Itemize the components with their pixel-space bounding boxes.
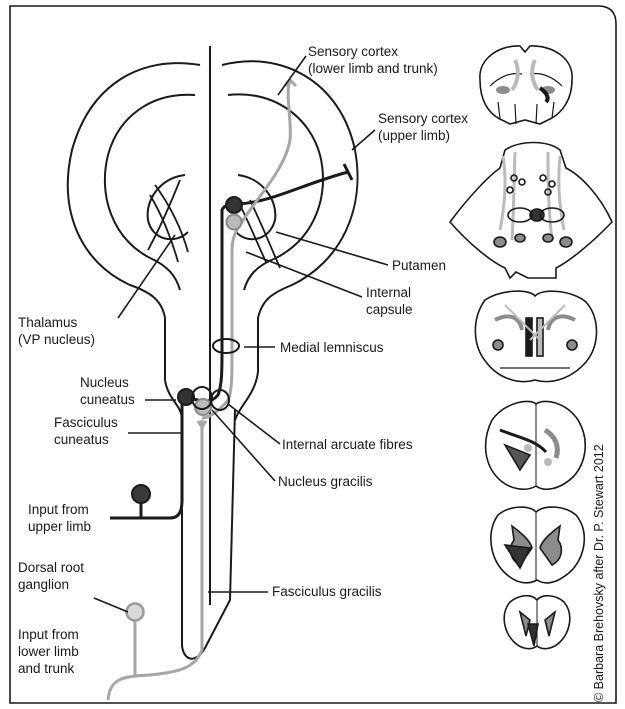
label-fasciculus-gracilis: Fasciculus gracilis: [272, 584, 382, 599]
dorsal-root-ganglion: [127, 604, 144, 621]
credit-text: © Barbara Brehovsky after Dr. P. Stewart…: [592, 444, 606, 702]
cross-section-cervical-cord: [491, 507, 584, 583]
label-input-lower-limb: Input from lower limb and trunk: [18, 627, 83, 676]
leader-lines: [94, 56, 388, 612]
medial-lemniscus-ring: [213, 339, 239, 353]
thalamus-neuron-upper: [226, 197, 242, 213]
label-dorsal-root-ganglion: Dorsal root ganglion: [18, 560, 88, 592]
thalamus-neuron-lower: [227, 215, 242, 230]
cross-section-midbrain: [450, 143, 612, 279]
label-medial-lemniscus: Medial lemniscus: [280, 340, 384, 355]
cross-section-medulla: [486, 401, 586, 489]
label-input-upper-limb: Input from upper limb: [28, 502, 93, 534]
label-nucleus-gracilis: Nucleus gracilis: [278, 474, 373, 489]
cross-section-lumbar-cord: [504, 596, 570, 649]
label-nucleus-cuneatus: Nucleus cuneatus: [80, 375, 135, 407]
label-thalamus: Thalamus (VP nucleus): [18, 315, 95, 347]
label-internal-arcuate-fibres: Internal arcuate fibres: [282, 437, 413, 452]
label-fasciculus-cuneatus: Fasciculus cuneatus: [54, 415, 122, 447]
label-sensory-cortex-lower: Sensory cortex (lower limb and trunk): [308, 44, 438, 76]
label-sensory-cortex-upper: Sensory cortex (upper limb): [378, 111, 472, 143]
cross-section-cerebrum: [480, 46, 572, 124]
label-putamen: Putamen: [392, 258, 446, 273]
upper-limb-ganglion: [132, 485, 150, 503]
cross-section-pons: [475, 291, 596, 382]
dorsal-column-pathway-diagram: Sensory cortex (lower limb and trunk) Se…: [8, 4, 617, 704]
label-internal-capsule: Internal capsule: [366, 285, 415, 317]
thalamus-structure: [148, 180, 280, 268]
